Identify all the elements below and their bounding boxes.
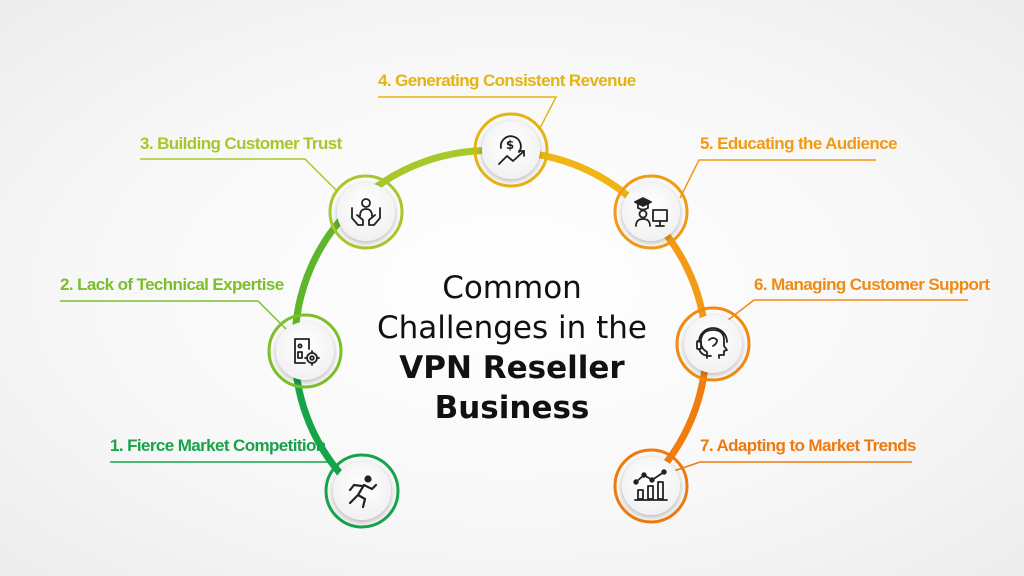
education-screen-icon [634,197,668,227]
node-4: $ [473,112,549,188]
leader-line-3 [140,158,337,191]
leader-line-5 [679,159,876,199]
node-3 [328,174,404,250]
leader-line-2 [60,300,287,330]
title-line-2: Challenges in the [377,310,647,346]
leader-line-7 [670,461,912,473]
title-line-1: Common [442,270,582,306]
node-6 [675,306,751,382]
revenue-growth-icon: $ [498,135,525,165]
node-5 [613,174,689,250]
node-7 [613,448,689,524]
svg-text:$: $ [506,138,514,152]
leader-line-4 [378,96,558,131]
item-label-6: 6. Managing Customer Support [754,275,990,294]
running-person-icon [348,475,378,509]
title-line-4: Business [434,390,590,426]
node-1 [324,453,400,529]
leader-line-1 [110,461,347,479]
item-label-1: 1. Fierce Market Competition [110,436,326,455]
tech-settings-icon [294,338,320,366]
item-label-4: 4. Generating Consistent Revenue [378,71,636,90]
leader-line-6 [727,299,968,321]
title-line-3: VPN Reseller [399,350,625,386]
item-label-3: 3. Building Customer Trust [140,134,343,153]
item-label-7: 7. Adapting to Market Trends [700,436,916,455]
node-2 [267,313,343,389]
trust-hands-icon [351,198,381,226]
item-label-5: 5. Educating the Audience [700,134,897,153]
item-label-2: 2. Lack of Technical Expertise [60,275,284,294]
trend-chart-icon [633,469,668,501]
center-title: Common Challenges in the VPN Reseller Bu… [352,268,672,428]
support-headset-icon [696,327,728,359]
